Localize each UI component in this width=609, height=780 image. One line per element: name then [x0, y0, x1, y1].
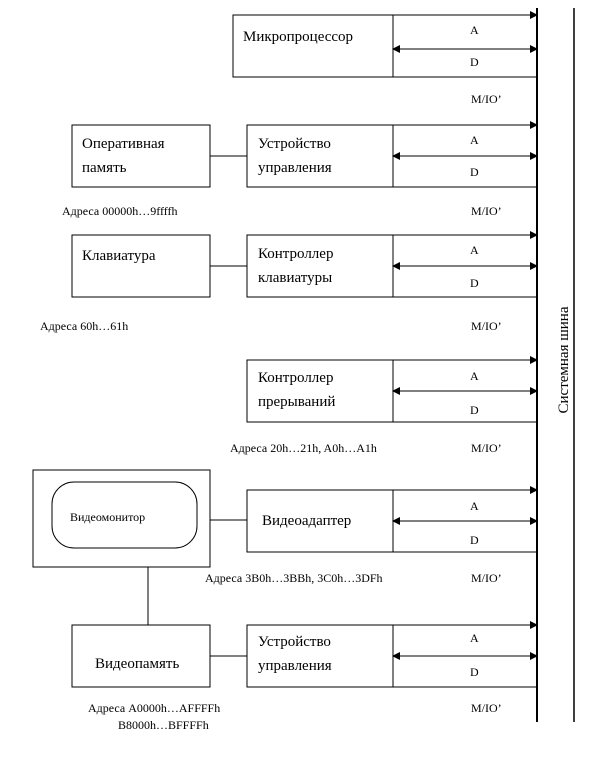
microprocessor-block	[232, 14, 394, 78]
ram-controller-block	[246, 124, 394, 188]
video-adapter-address-range: Адреса 3B0h…3BBh, 3C0h…3DFh	[205, 571, 383, 585]
memory-io-signal-label: М/IO’	[471, 319, 502, 333]
keyboard-address-range: Адреса 60h…61h	[40, 319, 128, 333]
video-memory-address-range-line1: Адреса A0000h…AFFFFh	[88, 701, 220, 715]
address-signal-label: A	[470, 23, 479, 37]
data-signal-label: D	[470, 165, 479, 179]
data-signal-label: D	[470, 276, 479, 290]
video-memory-address-range-line2: B8000h…BFFFFh	[118, 718, 209, 732]
video-memory-controller-label-line1: Устройство	[258, 634, 331, 650]
video-monitor-screen	[51, 481, 198, 549]
video-memory-controller-label-line2: управления	[258, 658, 332, 674]
interrupt-address-range: Адреса 20h…21h, A0h…A1h	[230, 441, 377, 455]
microprocessor-signal-box	[392, 14, 538, 78]
data-signal-label: D	[470, 665, 479, 679]
keyboard-controller-label-line1: Контроллер	[258, 246, 333, 262]
memory-io-signal-label: М/IO’	[471, 701, 502, 715]
memory-io-signal-label: М/IO’	[471, 571, 502, 585]
address-signal-label: A	[470, 369, 479, 383]
address-signal-label: A	[470, 133, 479, 147]
video-adapter-label: Видеоадаптер	[262, 513, 351, 529]
keyboard-controller-label-line2: клавиатуры	[258, 270, 332, 286]
video-monitor-outer-frame	[32, 469, 211, 568]
memory-io-signal-label: М/IO’	[471, 92, 502, 106]
data-signal-label: D	[470, 55, 479, 69]
video-memory-label: Видеопамять	[95, 656, 179, 672]
system-bus-label: Системная шина	[556, 306, 572, 413]
ram-label-line1: Оперативная	[82, 136, 165, 152]
ram-controller-label-line1: Устройство	[258, 136, 331, 152]
keyboard-block	[71, 234, 211, 298]
ram-block	[71, 124, 211, 188]
ram-label-line2: память	[82, 160, 127, 176]
address-signal-label: A	[470, 631, 479, 645]
interrupt-controller-label-line1: Контроллер	[258, 370, 333, 386]
ram-controller-label-line2: управления	[258, 160, 332, 176]
keyboard-controller-block	[246, 234, 394, 298]
memory-io-signal-label: М/IO’	[471, 441, 502, 455]
address-signal-label: A	[470, 499, 479, 513]
data-signal-label: D	[470, 533, 479, 547]
data-signal-label: D	[470, 403, 479, 417]
interrupt-controller-label-line2: прерываний	[258, 394, 335, 410]
memory-io-signal-label: М/IO’	[471, 204, 502, 218]
microprocessor-label: Микропроцессор	[243, 29, 353, 45]
ram-address-range: Адреса 00000h…9ffffh	[62, 204, 178, 218]
address-signal-label: A	[470, 243, 479, 257]
video-monitor-label: Видеомонитор	[70, 510, 145, 524]
keyboard-label: Клавиатура	[82, 248, 156, 264]
